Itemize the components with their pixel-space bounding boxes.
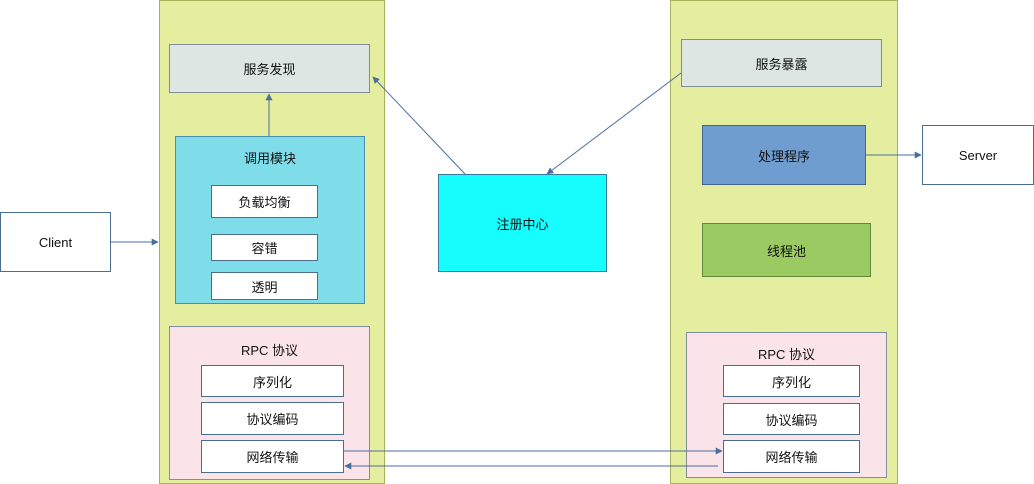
service-discovery-box: 服务发现 <box>169 44 370 93</box>
server-network-transport-label: 网络传输 <box>765 450 818 465</box>
handler-box: 处理程序 <box>702 125 866 185</box>
server-network-transport-box: 网络传输 <box>723 440 860 473</box>
load-balancing-label: 负载均衡 <box>238 195 291 210</box>
exposure-to-registry-arrow <box>546 72 682 175</box>
server-rpc-title: RPC 协议 <box>757 347 816 362</box>
client-network-transport-box: 网络传输 <box>201 440 344 473</box>
fault-tolerance-box: 容错 <box>211 234 318 261</box>
transparency-box: 透明 <box>211 272 318 300</box>
handler-label: 处理程序 <box>757 148 810 164</box>
transparency-label: 透明 <box>251 279 278 295</box>
fault-tolerance-label: 容错 <box>251 241 278 256</box>
load-balancing-box: 负载均衡 <box>211 185 318 218</box>
thread-pool-label: 线程池 <box>766 243 806 259</box>
client-protocol-encoding-box: 协议编码 <box>201 402 344 435</box>
service-discovery-label: 服务发现 <box>243 62 296 77</box>
server-protocol-encoding-label: 协议编码 <box>765 412 818 428</box>
server-serialization-label: 序列化 <box>771 374 811 390</box>
client-serialization-label: 序列化 <box>252 374 292 390</box>
service-exposure-label: 服务暴露 <box>755 56 808 72</box>
server-label: Server <box>958 147 998 163</box>
call-module-title: 调用模块 <box>243 151 296 166</box>
client-protocol-encoding-label: 协议编码 <box>246 412 299 427</box>
client-rpc-title: RPC 协议 <box>240 343 299 358</box>
server-serialization-box: 序列化 <box>723 365 860 397</box>
server-protocol-encoding-box: 协议编码 <box>723 403 860 435</box>
client-node: Client <box>0 212 111 272</box>
call-module-panel: 调用模块 <box>175 136 365 304</box>
service-exposure-box: 服务暴露 <box>681 39 882 87</box>
client-network-transport-label: 网络传输 <box>246 450 299 465</box>
registry-to-discovery-arrow <box>372 76 466 175</box>
server-node: Server <box>922 125 1034 185</box>
registry-center-box: 注册中心 <box>438 174 607 272</box>
client-label: Client <box>38 234 73 250</box>
thread-pool-box: 线程池 <box>702 223 871 277</box>
registry-center-label: 注册中心 <box>496 216 549 232</box>
client-serialization-box: 序列化 <box>201 365 344 397</box>
